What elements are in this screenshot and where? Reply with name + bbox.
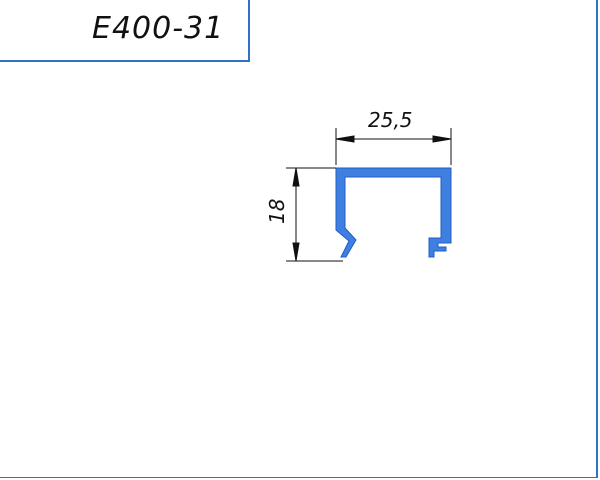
aluminum-profile-shape [335,167,452,258]
width-dimension-label: 25,5 [368,108,413,132]
height-dimension-label: 18 [265,199,289,224]
title-block: E400-31 [0,0,250,62]
height-dimension [286,167,343,262]
part-number-label: E400-31 [92,11,225,46]
width-dimension [335,128,452,165]
